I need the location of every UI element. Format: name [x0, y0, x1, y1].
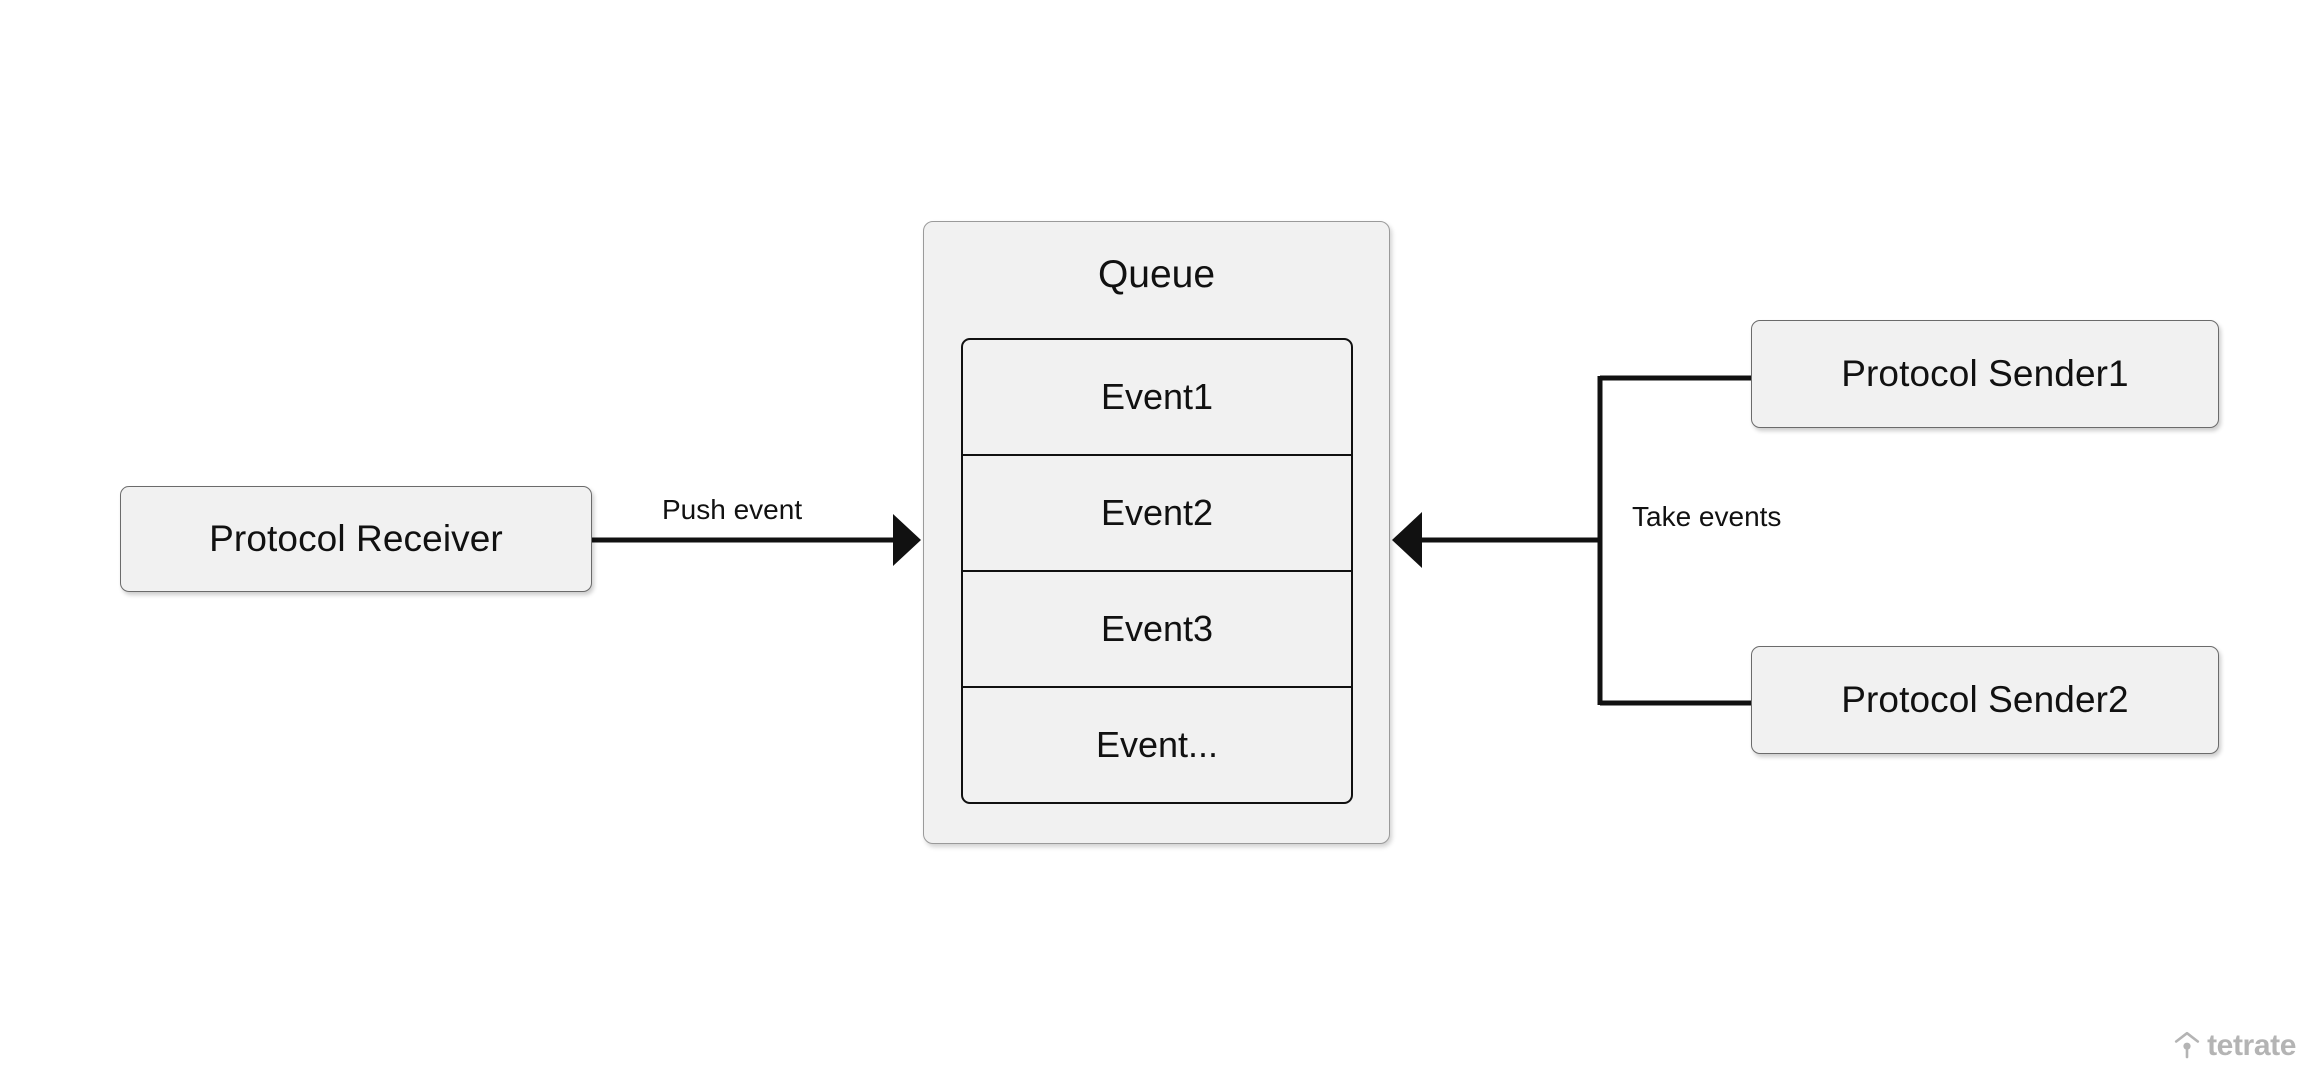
queue-event-label: Event... — [1095, 724, 1219, 765]
tetrate-watermark-text: tetrate — [2207, 1029, 2296, 1062]
edge-label-push-event: Push event — [662, 494, 803, 525]
node-protocol-sender1-label: Protocol Sender1 — [1841, 352, 2129, 394]
node-protocol-sender2-label: Protocol Sender2 — [1841, 678, 2129, 720]
queue-event-item[interactable]: Event3 — [963, 572, 1351, 688]
node-protocol-sender1[interactable]: Protocol Sender1 — [1751, 320, 2219, 428]
node-protocol-receiver-label: Protocol Receiver — [209, 517, 503, 559]
queue-event-item[interactable]: Event1 — [963, 340, 1351, 456]
push-event-arrowhead-icon — [893, 514, 921, 566]
tetrate-watermark: tetrate — [2174, 1031, 2296, 1061]
node-protocol-receiver[interactable]: Protocol Receiver — [120, 486, 592, 592]
queue-event-label: Event3 — [1100, 608, 1214, 649]
queue-event-label: Event2 — [1100, 492, 1214, 533]
queue-event-list[interactable]: Event1 Event2 Event3 Event... — [961, 338, 1353, 804]
queue-event-item[interactable]: Event... — [963, 688, 1351, 802]
take-events-arrowhead-icon — [1392, 512, 1422, 568]
node-queue[interactable]: Queue Event1 Event2 Event3 Event... — [923, 221, 1390, 844]
queue-event-label: Event1 — [1100, 376, 1214, 417]
tetrate-mark-icon — [2174, 1031, 2200, 1059]
edge-label-take-events: Take events — [1632, 501, 1782, 532]
queue-title: Queue — [1097, 253, 1216, 296]
node-protocol-sender2[interactable]: Protocol Sender2 — [1751, 646, 2219, 754]
edge-take-events — [1392, 375, 1751, 706]
queue-event-item[interactable]: Event2 — [963, 456, 1351, 572]
